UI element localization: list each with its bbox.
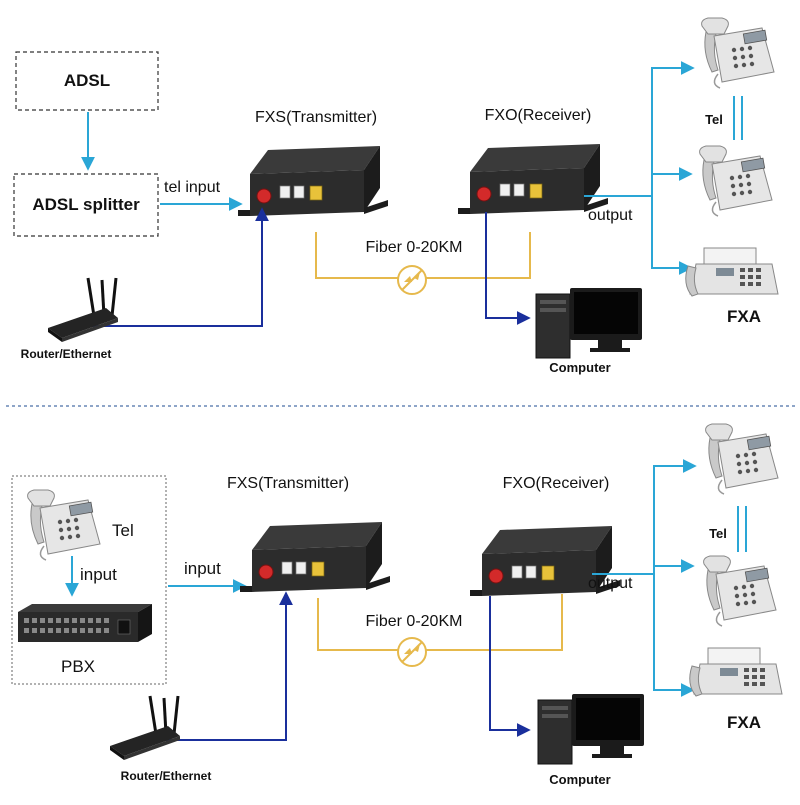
input-label: input (184, 559, 221, 578)
fxa-label: FXA (727, 307, 761, 326)
fxs-label: FXS(Transmitter) (255, 109, 377, 126)
fiber-connector-icon (397, 265, 427, 295)
adsl-box (15, 51, 159, 111)
computer-label-bottom: Computer (549, 772, 610, 787)
output-to-tel1-arrow (584, 61, 695, 197)
output-to-tel1-arrow-bottom (592, 459, 697, 575)
fxs-label-bottom: FXS(Transmitter) (227, 475, 349, 492)
fxs-transmitter-device-bottom (239, 521, 391, 593)
router-icon (46, 276, 120, 344)
fiber-connector-icon-bottom (397, 637, 427, 667)
adsl-splitter-label: ADSL splitter (32, 195, 140, 214)
input-small-label: input (80, 565, 117, 584)
fiber-link-bottom (317, 594, 563, 651)
computer-label: Computer (549, 360, 610, 375)
computer-icon (535, 287, 643, 359)
source-telephone-icon (26, 489, 101, 561)
top-section: ADSL ADSL splitter tel input FXS(Transmi… (13, 17, 779, 375)
adsl-splitter-box (13, 173, 159, 237)
pbx-device (18, 604, 152, 642)
router-icon-bottom (108, 694, 182, 762)
fxs-transmitter-device (237, 145, 389, 217)
router-to-fxs-arrow-bottom (160, 591, 293, 741)
pbx-group-box (11, 475, 167, 685)
tel-label: Tel (705, 112, 723, 127)
fiber-label: Fiber 0-20KM (366, 239, 463, 256)
router-label-bottom: Router/Ethernet (121, 769, 212, 783)
pbx-label: PBX (61, 657, 95, 676)
adsl-label: ADSL (64, 71, 110, 90)
output-label: output (588, 207, 633, 224)
computer-icon-bottom (537, 693, 645, 765)
fxo-label: FXO(Receiver) (485, 107, 592, 124)
router-label: Router/Ethernet (21, 347, 112, 361)
source-tel-label: Tel (112, 521, 134, 540)
output-to-fax-arrow (651, 196, 693, 275)
fiber-label-bottom: Fiber 0-20KM (366, 613, 463, 630)
tel-label-bottom: Tel (709, 526, 727, 541)
fax-icon-bottom (689, 647, 783, 697)
fax-icon (685, 247, 779, 297)
fxo-receiver-device (457, 143, 609, 215)
fxo-label-bottom: FXO(Receiver) (503, 475, 610, 492)
telephone-icon-2-bottom (702, 555, 777, 627)
router-to-fxs-arrow (88, 207, 269, 327)
bottom-section: Tel input PBX input FXS(Transmitter) FXO… (11, 423, 783, 787)
output-to-fax-arrow-bottom (653, 574, 695, 697)
fxa-label-bottom: FXA (727, 713, 761, 732)
telephone-icon-1 (700, 17, 775, 89)
fxo-to-computer-arrow-bottom (489, 596, 531, 737)
telephone-icon-2 (698, 145, 773, 217)
fxo-to-computer-arrow (485, 212, 531, 325)
telephone-icon-1-bottom (704, 423, 779, 495)
output-label-bottom: output (588, 575, 633, 592)
tel-input-label: tel input (164, 179, 221, 196)
